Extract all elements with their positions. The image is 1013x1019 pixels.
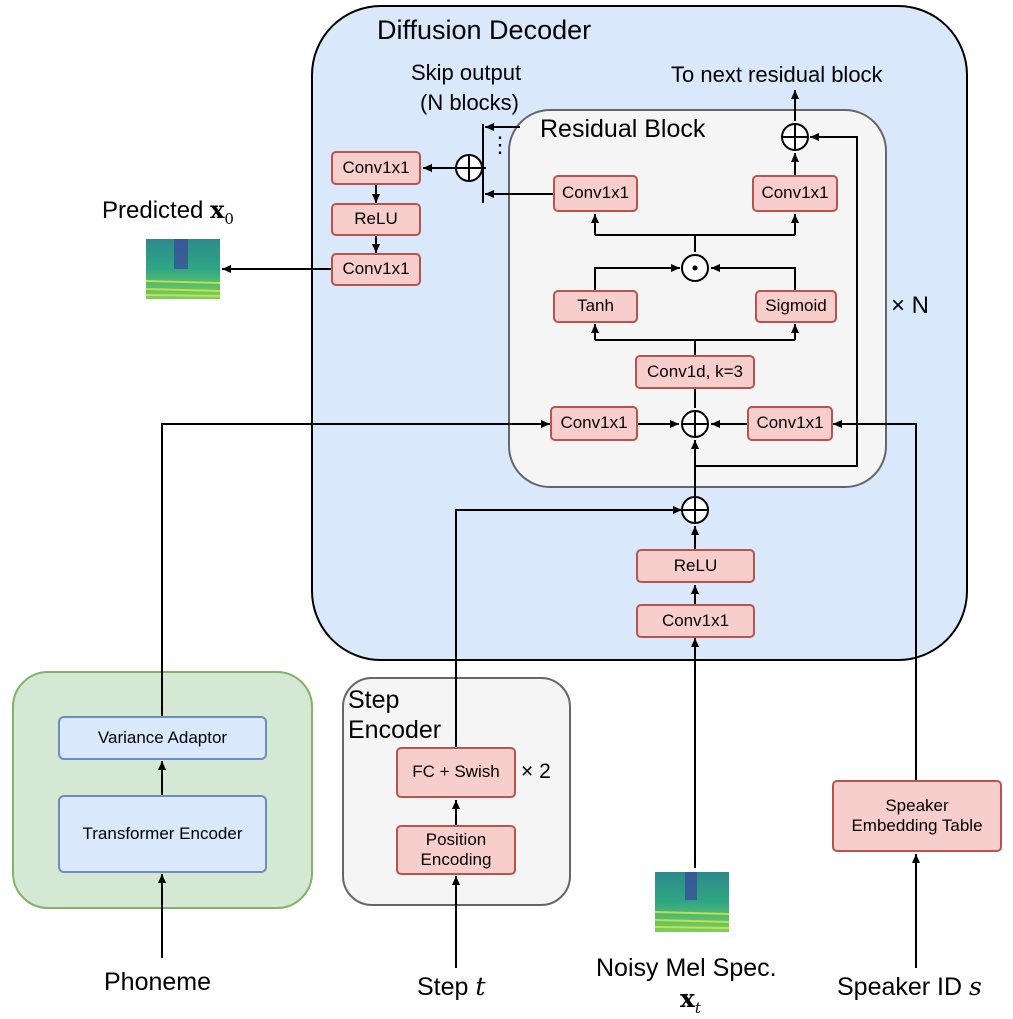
speaker-embedding-block[interactable]: Speaker Embedding Table: [832, 780, 1002, 852]
cond-conv1x1-left[interactable]: Conv1x1: [550, 406, 638, 441]
step-encoder-title: Step Encoder: [348, 686, 442, 744]
predicted-sub: 0: [224, 209, 234, 228]
operators: [455, 123, 809, 524]
step-t-label: Step t: [417, 972, 485, 1002]
noisy-mel-image: [655, 872, 729, 932]
variance-adaptor-block[interactable]: Variance Adaptor: [58, 716, 267, 760]
res-conv1x1-out[interactable]: Conv1x1: [752, 175, 838, 212]
phoneme-label: Phoneme: [104, 968, 212, 996]
skip-output-label-2: (N blocks): [420, 90, 520, 115]
speaker-text: Speaker ID: [837, 973, 970, 1001]
diffusion-decoder-title: Diffusion Decoder: [377, 15, 592, 45]
noisy-xt-label: xt: [680, 984, 701, 1017]
predicted-text: Predicted: [102, 197, 211, 224]
conv1d-block[interactable]: Conv1d, k=3: [635, 355, 755, 389]
res-conv1x1-skip[interactable]: Conv1x1: [553, 175, 638, 212]
skip-ellipsis: ⋮: [489, 132, 511, 157]
step-math: t: [475, 972, 486, 1001]
noisy-sub: t: [694, 999, 701, 1017]
speaker-id-label: Speaker ID s: [837, 972, 982, 1002]
position-encoding-block[interactable]: Position Encoding: [396, 825, 516, 875]
tanh-block[interactable]: Tanh: [553, 290, 638, 323]
skip-conv1x1-top[interactable]: Conv1x1: [331, 151, 421, 185]
fc-swish-block[interactable]: FC + Swish: [396, 747, 516, 798]
cond-conv1x1-right[interactable]: Conv1x1: [747, 406, 833, 441]
skip-output-label-1: Skip output: [411, 60, 522, 85]
noisy-mel-label: Noisy Mel Spec.: [596, 954, 777, 982]
residual-block-title: Residual Block: [540, 115, 706, 143]
times-2-label: × 2: [521, 760, 551, 783]
noisy-math: x: [680, 984, 695, 1013]
predicted-math: x: [210, 195, 225, 224]
input-conv1x1[interactable]: Conv1x1: [636, 604, 755, 638]
input-relu[interactable]: ReLU: [636, 549, 755, 583]
step-text: Step: [417, 973, 476, 1001]
sigmoid-block[interactable]: Sigmoid: [755, 290, 837, 323]
times-n-label: × N: [891, 292, 930, 319]
skip-relu[interactable]: ReLU: [331, 203, 421, 236]
transformer-encoder-block[interactable]: Transformer Encoder: [58, 795, 267, 873]
skip-conv1x1-bottom[interactable]: Conv1x1: [331, 253, 421, 286]
to-next-residual-label: To next residual block: [671, 62, 883, 87]
speaker-math: s: [969, 972, 982, 1001]
predicted-mel-image: [146, 239, 220, 299]
predicted-x0-label: Predicted x0: [102, 195, 234, 228]
